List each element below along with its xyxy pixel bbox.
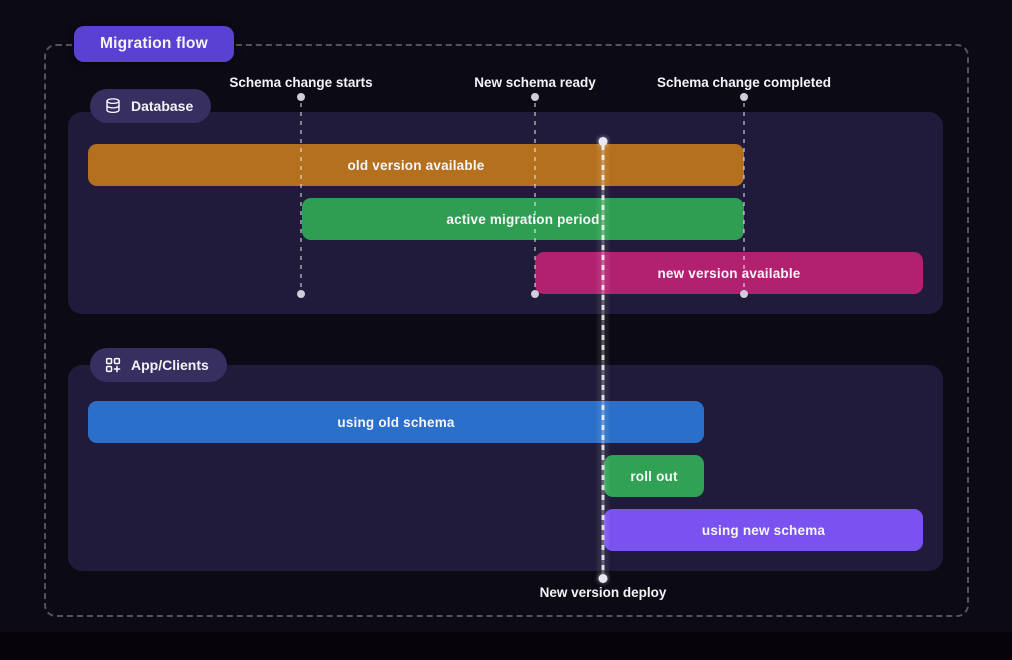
database-section-label: Database (131, 98, 194, 114)
bar-using-old-schema: using old schema (88, 401, 704, 443)
milestone-label: Schema change starts (229, 75, 373, 90)
diagram-title-badge: Migration flow (74, 26, 234, 62)
milestone-dotted-line (743, 103, 745, 288)
deploy-dotted-line (601, 145, 605, 575)
milestone-dot-top (740, 93, 748, 101)
bar-active-migration-period: active migration period (302, 198, 744, 240)
bar-label: active migration period (446, 211, 600, 227)
bar-new-version-available: new version available (535, 252, 923, 294)
bar-label: using old schema (337, 414, 455, 430)
bar-label: new version available (657, 265, 801, 281)
bar-roll-out: roll out (604, 455, 704, 497)
database-icon (104, 97, 122, 115)
deploy-dot-top (598, 137, 608, 146)
database-section-badge: Database (90, 89, 212, 123)
bar-old-version-available: old version available (88, 144, 744, 186)
deploy-dot-bottom (598, 574, 608, 583)
apps-grid-icon (104, 356, 122, 374)
app-clients-section-label: App/Clients (131, 357, 209, 373)
diagram-title: Migration flow (100, 35, 208, 52)
milestone-dot-bottom (531, 290, 539, 298)
milestone-label: Schema change completed (656, 75, 832, 90)
milestone-dot-top (531, 93, 539, 101)
bar-label: old version available (347, 157, 485, 173)
diagram-dashed-border (44, 44, 969, 617)
bar-label: roll out (630, 468, 678, 484)
milestone-dot-top (297, 93, 305, 101)
milestone-dot-bottom (740, 290, 748, 298)
milestone-dotted-line (300, 103, 302, 288)
bar-using-new-schema: using new schema (604, 509, 923, 551)
bar-label: using new schema (701, 522, 826, 538)
milestone-dotted-line (534, 103, 536, 288)
milestone-dot-bottom (297, 290, 305, 298)
milestone-label: New schema ready (474, 75, 596, 90)
app-clients-section-badge: App/Clients (90, 348, 227, 382)
bottom-letterbox (0, 632, 1012, 660)
deploy-label: New version deploy (539, 585, 667, 600)
